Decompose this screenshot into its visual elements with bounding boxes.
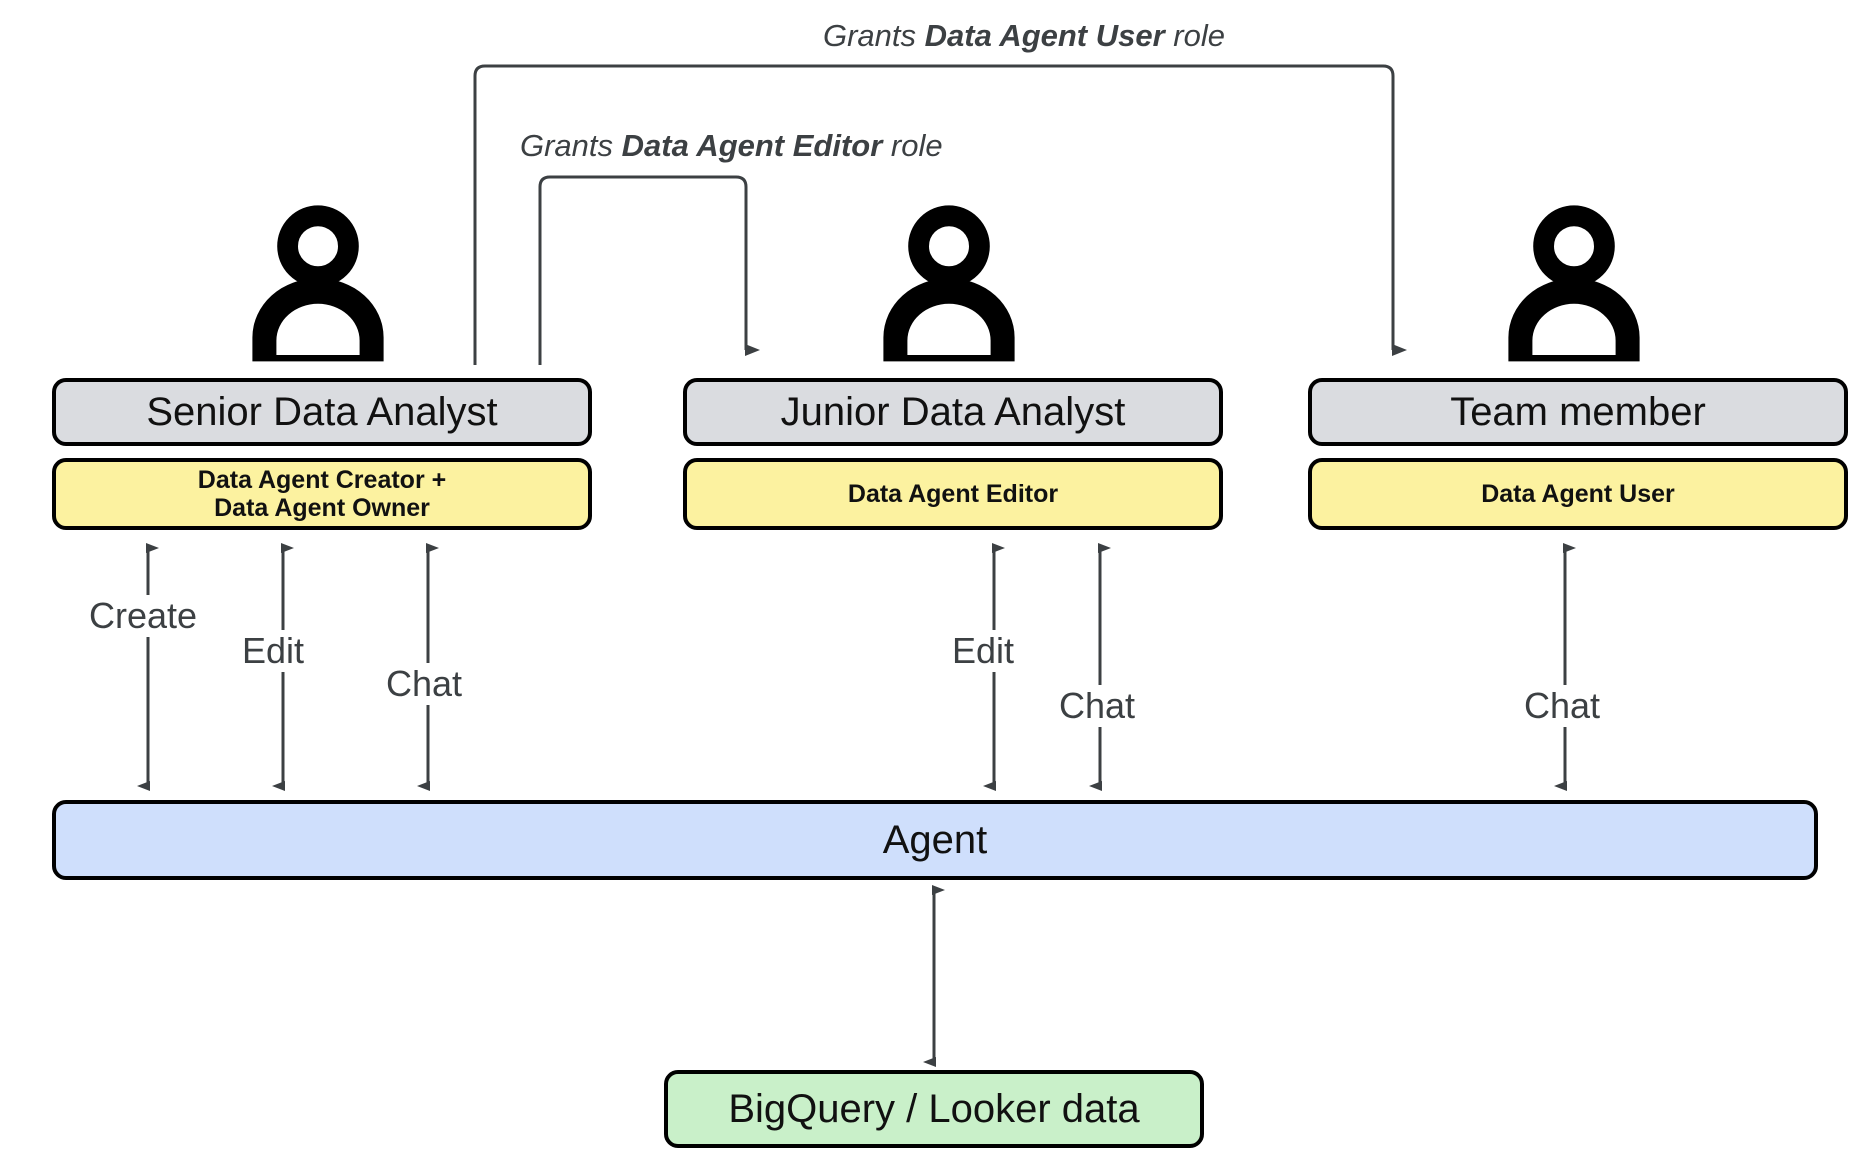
agent-node[interactable]: Agent: [52, 800, 1818, 880]
persona-badge-junior-data-analyst[interactable]: Data Agent Editor: [683, 458, 1223, 530]
grant-editor-role: Data Agent Editor: [621, 128, 883, 163]
edge-label-text: Create: [89, 595, 198, 636]
grant-user-role: Data Agent User: [924, 18, 1165, 53]
persona-title-senior-data-analyst[interactable]: Senior Data Analyst: [52, 378, 592, 446]
agent-label: Agent: [882, 817, 988, 862]
grant-editor-prefix: Grants: [520, 128, 622, 163]
edge-label-edit-senior: Edit: [238, 630, 309, 672]
edge-label-create: Create: [85, 595, 202, 637]
persona-badge-line: Data Agent Owner: [214, 494, 430, 522]
edge-label-text: Edit: [952, 630, 1015, 671]
edge-label-chat-senior: Chat: [382, 663, 467, 705]
persona-title-label: Junior Data Analyst: [780, 389, 1126, 434]
persona-title-junior-data-analyst[interactable]: Junior Data Analyst: [683, 378, 1223, 446]
edge-label-chat-junior: Chat: [1055, 685, 1140, 727]
grant-label-user: Grants Data Agent User role: [823, 18, 1225, 54]
edge-label-text: Chat: [1059, 685, 1136, 726]
grant-editor-connector: [538, 175, 760, 365]
persona-badge-line: Data Agent User: [1481, 480, 1675, 508]
edge-label-text: Chat: [386, 663, 463, 704]
edge-label-chat-team: Chat: [1520, 685, 1605, 727]
edge-label-text: Edit: [242, 630, 305, 671]
edge-label-edit-junior: Edit: [948, 630, 1019, 672]
grant-label-editor: Grants Data Agent Editor role: [520, 128, 943, 164]
persona-title-label: Team member: [1450, 389, 1706, 434]
data-store-node[interactable]: BigQuery / Looker data: [664, 1070, 1204, 1148]
persona-badge-senior-data-analyst[interactable]: Data Agent Creator + Data Agent Owner: [52, 458, 592, 530]
person-icon: [1494, 203, 1654, 368]
edge-label-text: Chat: [1524, 685, 1601, 726]
data-store-label: BigQuery / Looker data: [728, 1086, 1140, 1131]
grant-editor-suffix: role: [882, 128, 943, 163]
persona-badge-line: Data Agent Editor: [847, 480, 1059, 508]
person-icon: [869, 203, 1029, 368]
grant-user-prefix: Grants: [823, 18, 925, 53]
persona-badge-team-member[interactable]: Data Agent User: [1308, 458, 1848, 530]
persona-title-label: Senior Data Analyst: [146, 389, 498, 434]
persona-badge-line: Data Agent Creator +: [197, 466, 447, 494]
grant-user-suffix: role: [1164, 18, 1225, 53]
persona-title-team-member[interactable]: Team member: [1308, 378, 1848, 446]
person-icon: [238, 203, 398, 368]
